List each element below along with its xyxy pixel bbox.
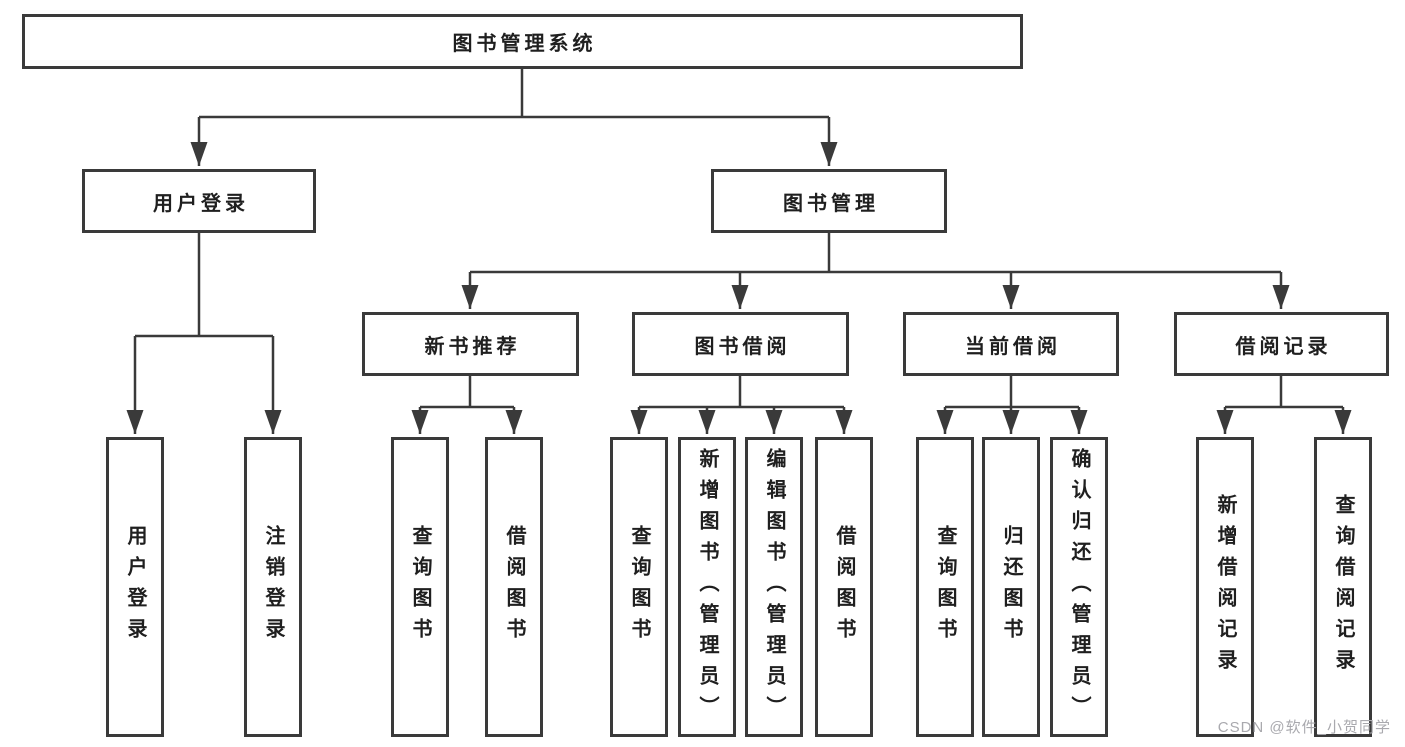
leaf-nbr-borrow-book-label: 借阅图书 [503, 525, 525, 649]
leaf-cb-confirm-return-admin: 确认归还（管理员） [1050, 437, 1108, 737]
node-book-borrow-label: 图书借阅 [694, 335, 791, 358]
csdn-watermark: CSDN @软件_小贺同学 [1217, 719, 1391, 736]
node-borrow-record-label: 借阅记录 [1235, 335, 1332, 358]
leaf-bb-add-book-admin: 新增图书（管理员） [678, 437, 736, 737]
leaf-br-query-borrow-record: 查询借阅记录 [1314, 437, 1372, 737]
connector-book-management-to-level3 [461, 233, 1290, 309]
leaf-bb-edit-book-admin-label: 编辑图书（管理员） [763, 447, 785, 727]
leaf-bb-borrow-book-label: 借阅图书 [833, 525, 855, 649]
leaf-bb-borrow-book: 借阅图书 [815, 437, 873, 737]
connector-user-login-to-leaves [126, 233, 282, 434]
leaf-cb-query-book: 查询图书 [916, 437, 974, 737]
node-current-borrow: 当前借阅 [903, 312, 1119, 376]
node-current-borrow-label: 当前借阅 [965, 335, 1061, 358]
leaf-br-add-borrow-record: 新增借阅记录 [1196, 437, 1254, 737]
leaf-logout-login-label: 注销登录 [262, 525, 284, 649]
node-user-login: 用户登录 [82, 169, 316, 233]
node-book-borrow: 图书借阅 [632, 312, 849, 376]
leaf-br-add-borrow-record-label: 新增借阅记录 [1214, 494, 1236, 680]
connector-book-borrow-to-leaves [630, 376, 853, 434]
leaf-user-login-label: 用户登录 [124, 525, 146, 649]
leaf-cb-query-book-label: 查询图书 [934, 525, 956, 649]
leaf-nbr-borrow-book: 借阅图书 [485, 437, 543, 737]
leaf-bb-query-book-label: 查询图书 [628, 525, 650, 649]
leaf-logout-login: 注销登录 [244, 437, 302, 737]
node-book-management-label: 图书管理 [783, 192, 879, 215]
connector-current-borrow-to-leaves [936, 376, 1088, 434]
node-book-management: 图书管理 [711, 169, 947, 233]
node-borrow-record: 借阅记录 [1174, 312, 1389, 376]
leaf-bb-add-book-admin-label: 新增图书（管理员） [696, 447, 718, 727]
node-new-book-recommend: 新书推荐 [362, 312, 579, 376]
node-root-system: 图书管理系统 [22, 14, 1023, 69]
leaf-bb-edit-book-admin: 编辑图书（管理员） [745, 437, 803, 737]
connector-new-book-recommend-to-leaves [411, 376, 523, 434]
leaf-br-query-borrow-record-label: 查询借阅记录 [1332, 494, 1354, 680]
leaf-nbr-query-book-label: 查询图书 [409, 525, 431, 649]
leaf-nbr-query-book: 查询图书 [391, 437, 449, 737]
node-new-book-recommend-label: 新书推荐 [424, 335, 521, 358]
leaf-user-login: 用户登录 [106, 437, 164, 737]
node-user-login-label: 用户登录 [153, 192, 249, 215]
leaf-bb-query-book: 查询图书 [610, 437, 668, 737]
leaf-cb-return-book: 归还图书 [982, 437, 1040, 737]
connector-borrow-record-to-leaves [1216, 376, 1352, 434]
leaf-cb-return-book-label: 归还图书 [1000, 525, 1022, 649]
node-root-label: 图书管理系统 [452, 33, 597, 55]
leaf-cb-confirm-return-admin-label: 确认归还（管理员） [1068, 447, 1090, 727]
connector-root-to-level2 [190, 69, 838, 166]
